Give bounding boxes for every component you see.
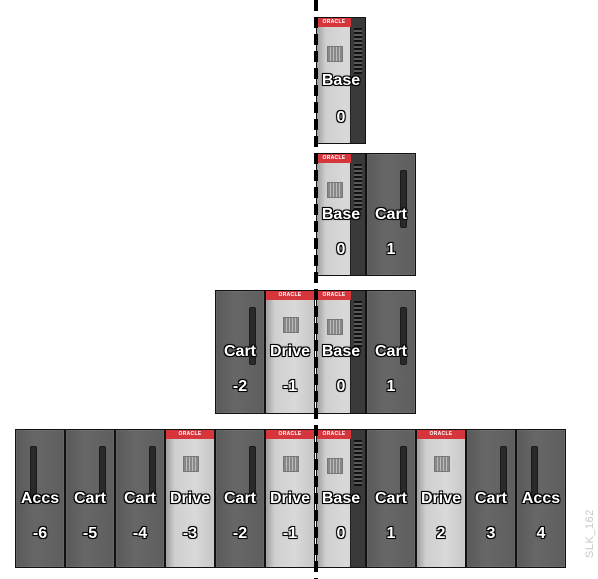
module-index-label: 1: [386, 524, 396, 542]
module-type-label: Drive: [420, 489, 462, 507]
module-type-label: Cart: [123, 489, 156, 507]
figure-id: SLK_162: [584, 509, 596, 558]
accs-module: Accs 4: [516, 429, 566, 568]
cart-module: Cart -4: [115, 429, 165, 568]
module-type-label: Drive: [269, 343, 311, 360]
module-index-label: -6: [32, 524, 48, 542]
module-type-label: Cart: [223, 343, 256, 360]
slot-strip: [350, 291, 365, 413]
door-handle: [249, 446, 256, 504]
cart-module: Cart -2: [215, 290, 265, 414]
oracle-logo: ORACLE: [166, 430, 214, 439]
drive-module: ORACLE Drive -1: [265, 290, 315, 414]
module-type-label: Base: [321, 489, 361, 507]
cartridge-slots: [354, 164, 362, 210]
module-index-label: -4: [132, 524, 148, 542]
slot-strip: [350, 18, 365, 143]
slot-strip: [350, 430, 365, 567]
door-handle: [531, 446, 538, 504]
module-type-label: Accs: [521, 489, 561, 507]
module-index-label: -2: [232, 524, 248, 542]
module-type-label: Cart: [474, 489, 507, 507]
operator-panel: [327, 458, 343, 474]
base-module: ORACLE Base 0: [316, 17, 366, 144]
module-type-label: Base: [321, 343, 361, 360]
operator-panel: [327, 182, 343, 198]
door-handle: [400, 170, 407, 228]
oracle-logo: ORACLE: [417, 430, 465, 439]
module-index-label: 0: [336, 378, 346, 395]
center-dashed-line: [314, 0, 318, 579]
drive-module: ORACLE Drive -3: [165, 429, 215, 568]
module-index-label: -3: [182, 524, 198, 542]
module-type-label: Drive: [269, 489, 311, 507]
module-index-label: -1: [282, 524, 298, 542]
door-handle: [400, 307, 407, 365]
cart-module: Cart 3: [466, 429, 516, 568]
cartridge-slots: [354, 301, 362, 347]
door-handle: [400, 446, 407, 504]
cart-module: Cart -2: [215, 429, 265, 568]
oracle-logo: ORACLE: [317, 291, 351, 300]
operator-panel: [327, 46, 343, 62]
door-handle: [500, 446, 507, 504]
module-index-label: 3: [486, 524, 496, 542]
cartridge-slots: [354, 440, 362, 486]
door-handle: [99, 446, 106, 504]
module-index-label: 1: [386, 240, 396, 258]
module-type-label: Cart: [223, 489, 256, 507]
cart-module: Cart -5: [65, 429, 115, 568]
module-type-label: Base: [321, 205, 361, 223]
module-index-label: -2: [232, 378, 248, 395]
module-type-label: Cart: [73, 489, 106, 507]
drive-module: ORACLE Drive 2: [416, 429, 466, 568]
module-index-label: -1: [282, 378, 298, 395]
module-type-label: Drive: [169, 489, 211, 507]
slot-strip: [350, 154, 365, 275]
drive-module: ORACLE Drive -1: [265, 429, 315, 568]
drive-bay: [283, 317, 299, 333]
door-handle: [149, 446, 156, 504]
drive-bay: [434, 456, 450, 472]
oracle-logo: ORACLE: [266, 291, 314, 300]
module-type-label: Cart: [374, 205, 407, 223]
module-index-label: 4: [536, 524, 546, 542]
operator-panel: [327, 319, 343, 335]
drive-bay: [283, 456, 299, 472]
module-type-label: Cart: [374, 343, 407, 360]
oracle-logo: ORACLE: [266, 430, 314, 439]
cart-module: Cart 1: [366, 429, 416, 568]
module-index-label: 0: [336, 240, 346, 258]
cart-module: Cart 1: [366, 153, 416, 276]
oracle-logo: ORACLE: [317, 18, 351, 27]
door-handle: [249, 307, 256, 365]
cart-module: Cart 1: [366, 290, 416, 414]
oracle-logo: ORACLE: [317, 430, 351, 439]
module-index-label: 0: [336, 524, 346, 542]
base-module: ORACLE Base 0: [316, 290, 366, 414]
accs-module: Accs -6: [15, 429, 65, 568]
cartridge-slots: [354, 28, 362, 74]
module-type-label: Accs: [20, 489, 60, 507]
drive-bay: [183, 456, 199, 472]
module-type-label: Cart: [374, 489, 407, 507]
base-module: ORACLE Base 0: [316, 153, 366, 276]
module-index-label: 2: [436, 524, 446, 542]
module-index-label: 0: [336, 108, 346, 126]
oracle-logo: ORACLE: [317, 154, 351, 163]
base-module: ORACLE Base 0: [316, 429, 366, 568]
door-handle: [30, 446, 37, 504]
module-index-label: 1: [386, 378, 396, 395]
module-index-label: -5: [82, 524, 98, 542]
module-type-label: Base: [321, 71, 361, 89]
